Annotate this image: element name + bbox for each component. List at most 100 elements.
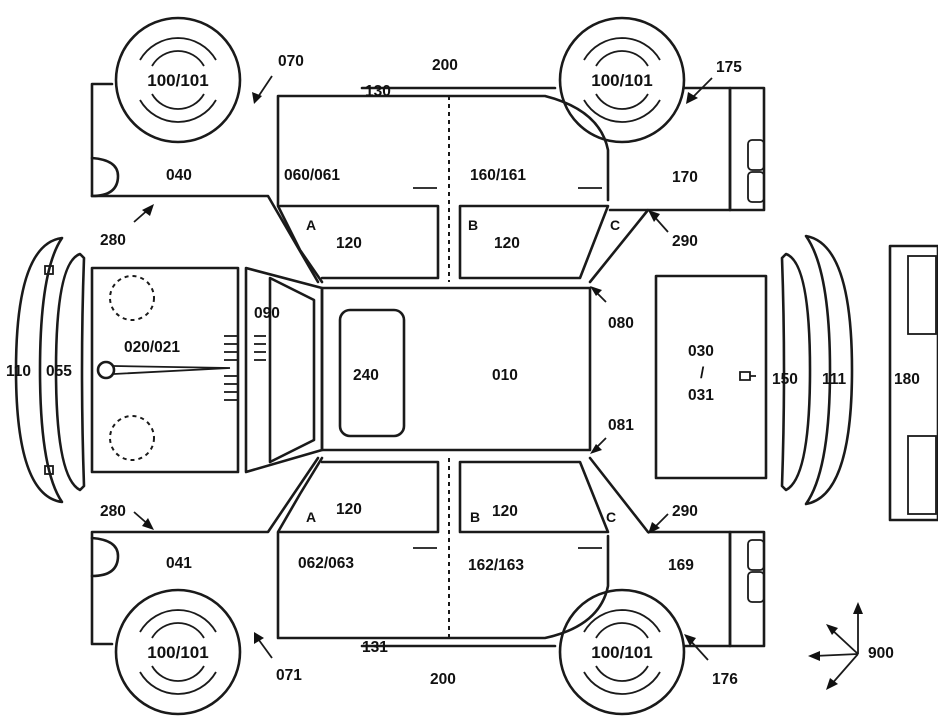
- wheel-bottom-right: 100/101: [558, 588, 686, 716]
- label-pillar-b-top: B: [468, 217, 478, 233]
- label-041: 041: [166, 555, 192, 572]
- rear-panel-upper: [907, 255, 937, 335]
- arrow-280-top-head: [142, 204, 154, 216]
- arrow-290-top-head: [648, 210, 660, 222]
- right-taillight-lower: [747, 571, 765, 603]
- grille: [224, 335, 238, 401]
- right-taillight-frame: [728, 530, 766, 648]
- front-bumper-clip-top: [44, 265, 54, 275]
- label-110: 110: [6, 363, 31, 380]
- direction-axis-symbol: 900: [808, 602, 894, 690]
- arrow-081-head: [590, 444, 602, 454]
- sunroof-panel: [338, 308, 406, 438]
- wheel-top-left: 100/101: [114, 16, 242, 144]
- label-120-a-top: 120: [336, 235, 362, 252]
- left-headlight: [90, 156, 120, 198]
- label-280-bottom: 280: [100, 503, 126, 520]
- label-010: 010: [492, 367, 518, 384]
- windshield-glass: [268, 276, 316, 464]
- wheel-bottom-left: 100/101: [114, 588, 242, 716]
- label-120-b-bottom: 120: [492, 503, 518, 520]
- label-280-top: 280: [100, 232, 126, 249]
- left-lower-windows-outline: [278, 204, 610, 280]
- wheel-label: 100/101: [147, 643, 208, 662]
- label-pillar-c-top: C: [610, 217, 620, 233]
- label-200-top: 200: [432, 57, 458, 74]
- label-180: 180: [894, 371, 920, 388]
- label-131: 131: [362, 639, 388, 656]
- label-160-161: 160/161: [470, 167, 526, 184]
- label-060-061: 060/061: [284, 167, 340, 184]
- right-doors-outline: [276, 456, 610, 640]
- wheel-label: 100/101: [591, 71, 652, 90]
- wheel-label: 100/101: [147, 71, 208, 90]
- arrow-080-head: [590, 286, 602, 296]
- hood-circle-top: [109, 275, 155, 321]
- label-pillar-a-top: A: [306, 217, 316, 233]
- label-080: 080: [608, 315, 634, 332]
- label-111: 111: [822, 371, 847, 388]
- label-pillar-b-bottom: B: [470, 509, 480, 525]
- top-view: 110 055 020/021 090 240 010 080 081 030 …: [6, 234, 938, 522]
- label-031: 031: [688, 387, 714, 404]
- wheel-label: 100/101: [591, 643, 652, 662]
- right-headlight: [90, 536, 120, 578]
- label-120-a-bottom: 120: [336, 501, 362, 518]
- label-055: 055: [46, 363, 72, 380]
- left-taillight-upper: [747, 139, 765, 171]
- roof-panel: [320, 286, 592, 452]
- label-pillar-c-bottom: C: [606, 509, 616, 525]
- label-175: 175: [716, 59, 742, 76]
- trunk-panel: [654, 274, 768, 480]
- arrow-175-head: [686, 92, 698, 104]
- rear-bumper: [804, 234, 854, 506]
- arrow-280-bottom-head: [142, 518, 154, 530]
- label-170: 170: [672, 169, 698, 186]
- wiper-marks: [254, 335, 266, 361]
- label-150: 150: [772, 371, 798, 388]
- hood-panel: [90, 266, 240, 474]
- label-030: 030: [688, 343, 714, 360]
- label-900: 900: [868, 645, 894, 662]
- hood-emblem: [96, 360, 116, 380]
- label-200-bottom: 200: [430, 671, 456, 688]
- label-070: 070: [278, 53, 304, 70]
- label-176: 176: [712, 671, 738, 688]
- label-090: 090: [254, 305, 280, 322]
- front-bumper: [14, 236, 64, 504]
- trunk-lock: [739, 371, 756, 381]
- label-240: 240: [353, 367, 379, 384]
- label-120-b-top: 120: [494, 235, 520, 252]
- hood-circle-bottom: [109, 415, 155, 461]
- label-pillar-a-bottom: A: [306, 509, 316, 525]
- label-290-bottom: 290: [672, 503, 698, 520]
- hood-ornament-line: [113, 365, 231, 375]
- label-071: 071: [276, 667, 302, 684]
- label-040: 040: [166, 167, 192, 184]
- left-doors-outline: [276, 94, 610, 284]
- arrow-071-head: [254, 632, 264, 644]
- left-taillight-frame: [728, 86, 766, 212]
- right-taillight-upper: [747, 539, 765, 571]
- arrow-290-bottom-head: [648, 522, 660, 534]
- left-side-view: 100/101 100/101 070 200 130 175 040 060/…: [90, 16, 766, 284]
- arrow-070-head: [252, 92, 262, 104]
- front-bumper-inner: [54, 252, 86, 492]
- wheel-top-right: 100/101: [558, 16, 686, 144]
- rear-panel: [888, 244, 938, 522]
- label-130: 130: [365, 83, 391, 100]
- label-030-slash: /: [700, 365, 705, 382]
- label-081: 081: [608, 417, 634, 434]
- right-side-body-outline: [90, 456, 732, 648]
- label-162-163: 162/163: [468, 557, 524, 574]
- label-062-063: 062/063: [298, 555, 354, 572]
- label-020-021: 020/021: [124, 339, 180, 356]
- rear-panel-lower: [907, 435, 937, 515]
- label-290-top: 290: [672, 233, 698, 250]
- right-side-view: 100/101 100/101 280 A 120 B 120 C 290 04…: [90, 456, 766, 716]
- rear-bumper-inner: [780, 252, 812, 492]
- arrow-176-head: [684, 634, 696, 646]
- left-taillight-lower: [747, 171, 765, 203]
- front-bumper-clip-bottom: [44, 465, 54, 475]
